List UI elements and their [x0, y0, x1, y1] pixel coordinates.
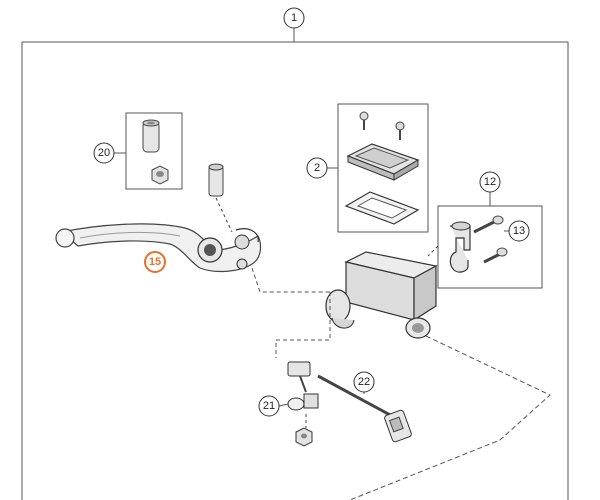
- callout-13[interactable]: 13: [504, 220, 530, 242]
- adjuster-kit-box: [125, 112, 183, 190]
- callout-2-label: 2: [314, 162, 320, 174]
- brake-switch-part: [287, 361, 319, 447]
- callout-13-label: 13: [513, 225, 525, 237]
- brake-lever-part: [55, 223, 262, 273]
- cap-screw-part-b: [395, 121, 405, 140]
- main-assembly-frame: [21, 41, 569, 500]
- callout-21-label: 21: [263, 400, 275, 412]
- callout-20-label: 20: [98, 147, 110, 159]
- callout-22[interactable]: 22: [353, 371, 375, 394]
- master-cylinder-part: [325, 251, 438, 339]
- clamp-kit-box: [427, 205, 543, 289]
- callout-12[interactable]: 12: [479, 171, 501, 206]
- callout-22-label: 22: [358, 376, 370, 388]
- callout-1[interactable]: 1: [283, 7, 305, 42]
- switch-cable-part: [317, 374, 412, 443]
- callout-15-label: 15: [149, 256, 161, 268]
- reservoir-gasket-part: [344, 191, 420, 225]
- reservoir-cap-part: [346, 143, 420, 181]
- callout-2[interactable]: 2: [306, 157, 338, 179]
- callout-1-label: 1: [291, 12, 297, 24]
- reservoir-cap-kit-box: [337, 103, 429, 233]
- callout-20[interactable]: 20: [93, 142, 126, 164]
- clamp-screw-part-b: [483, 247, 508, 264]
- switch-connection-leader: [275, 292, 331, 358]
- adjuster-nut-part: [151, 165, 169, 185]
- callout-15[interactable]: 15: [144, 251, 166, 273]
- callout-21[interactable]: 21: [258, 395, 289, 417]
- lever-pin-part: [208, 163, 233, 233]
- adjuster-sleeve-part: [142, 119, 160, 153]
- clamp-part: [449, 221, 471, 273]
- clamp-screw-part-a: [473, 215, 504, 234]
- cable-routing-leader: [349, 335, 551, 500]
- callout-12-label: 12: [484, 176, 496, 188]
- cap-screw-part-a: [359, 111, 369, 130]
- lever-connection-leader: [251, 267, 330, 293]
